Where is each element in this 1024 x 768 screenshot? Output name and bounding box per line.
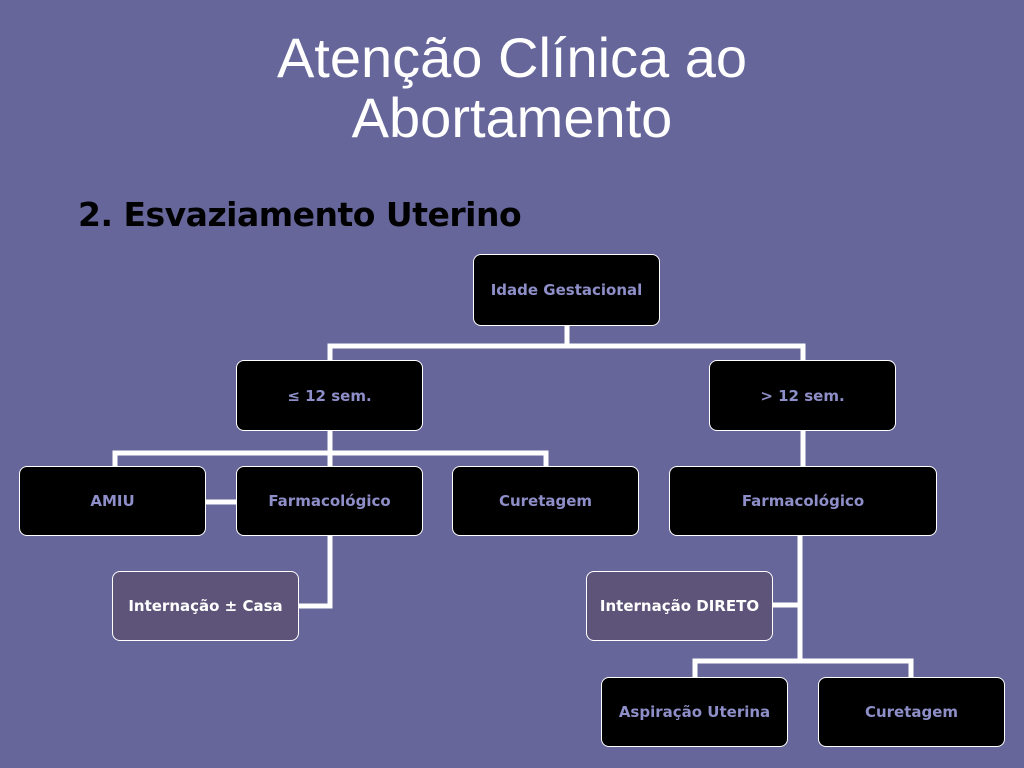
node-aspiracao-uterina: Aspiração Uterina [601, 677, 788, 747]
node-acima-12-semanas: > 12 sem. [709, 360, 896, 431]
slide-subtitle: 2. Esvaziamento Uterino [78, 195, 522, 234]
node-curetagem-left: Curetagem [452, 466, 639, 536]
node-farmacologico-left: Farmacológico [236, 466, 423, 536]
connector-internacao-casa [296, 533, 333, 609]
node-idade-gestacional: Idade Gestacional [473, 254, 660, 326]
node-amiu: AMIU [19, 466, 206, 536]
slide-title: Atenção Clínica ao Abortamento [0, 28, 1024, 148]
node-ate-12-semanas: ≤ 12 sem. [236, 360, 423, 431]
title-line-1: Atenção Clínica ao [276, 26, 748, 89]
node-farmacologico-right: Farmacológico [669, 466, 937, 536]
connector-right-children [692, 658, 914, 680]
node-internacao-casa: Internação ± Casa [112, 571, 299, 641]
node-curetagem-right: Curetagem [818, 677, 1005, 747]
node-internacao-direto: Internação DIRETO [586, 571, 773, 641]
title-line-2: Abortamento [351, 86, 673, 149]
